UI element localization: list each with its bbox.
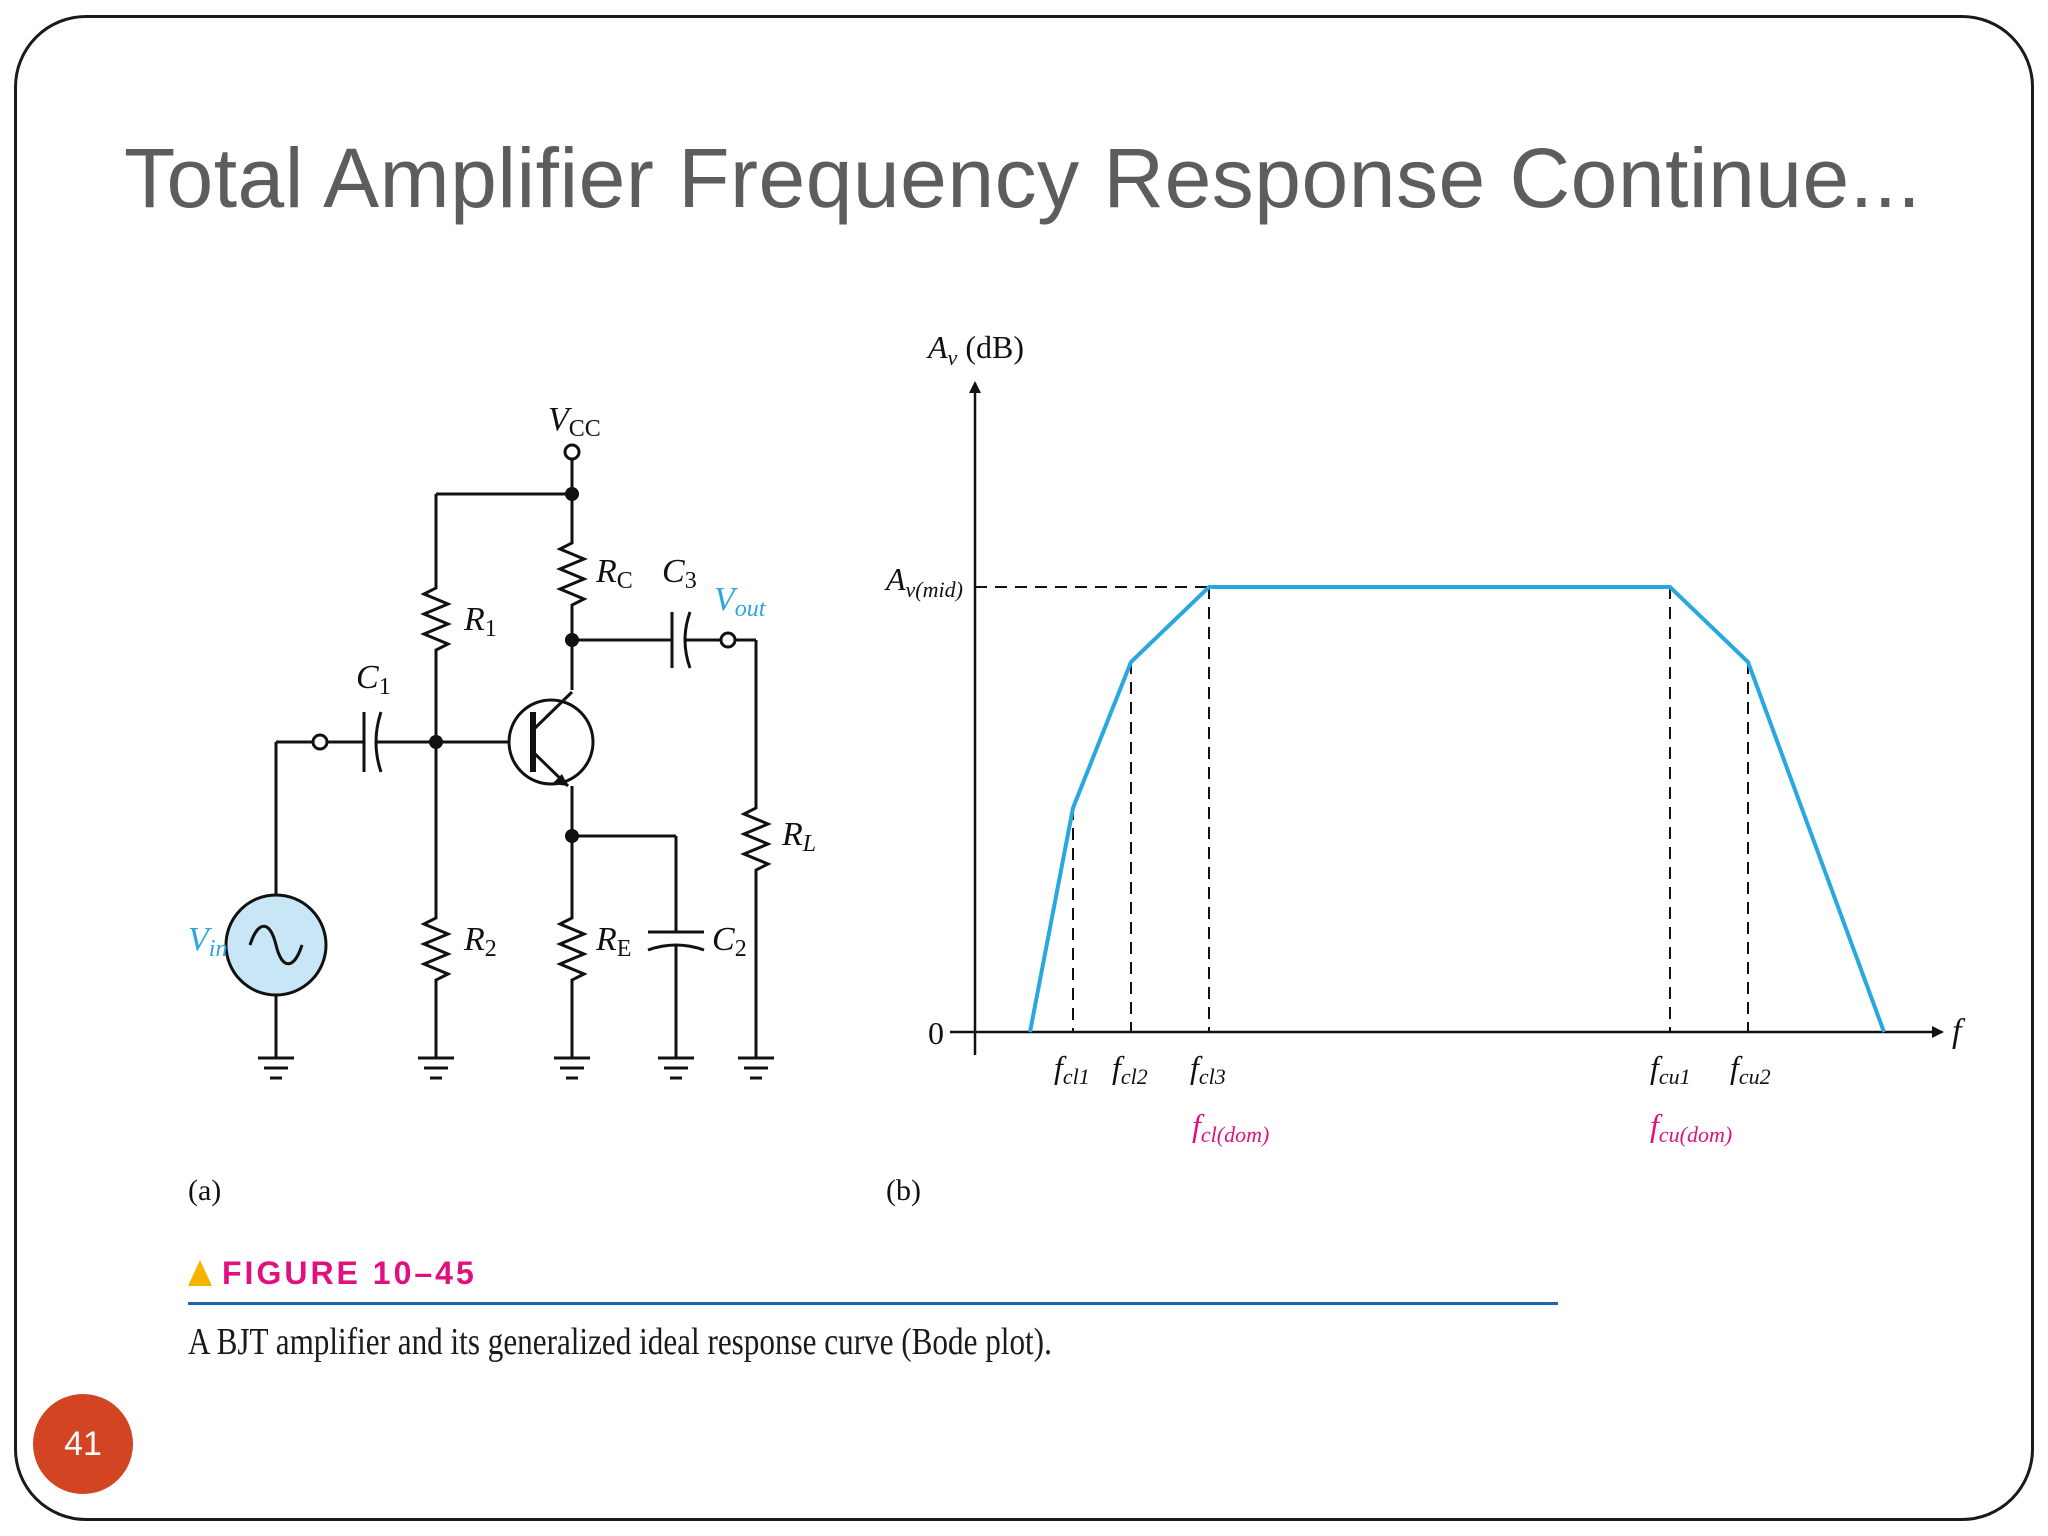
- caption-triangle-icon: [188, 1260, 212, 1286]
- fcl3-label: fcl3: [1190, 1049, 1226, 1089]
- bjt-amplifier-schematic: [224, 443, 774, 1080]
- fcl2-label: fcl2: [1112, 1049, 1148, 1089]
- rc-resistor: [556, 535, 588, 613]
- vcc-label: VCC: [548, 401, 601, 442]
- vin-label: Vin: [188, 921, 227, 962]
- rl-label: RL: [781, 816, 816, 857]
- slide-title: Total Amplifier Frequency Response Conti…: [124, 131, 1922, 225]
- rl-resistor: [740, 800, 772, 878]
- c1-label: C1: [356, 659, 391, 700]
- fcu1-label: fcu1: [1650, 1049, 1691, 1089]
- re-label: RE: [595, 921, 631, 962]
- vout-terminal: [719, 631, 737, 649]
- part-b-label: (b): [886, 1174, 921, 1207]
- rc-label: RC: [595, 553, 633, 594]
- ground-symbols: [258, 1050, 774, 1080]
- vin-terminal: [311, 733, 329, 751]
- y-axis-label: Av (dB): [926, 329, 1024, 370]
- r1-label: R1: [463, 601, 497, 642]
- fcu2-label: fcu2: [1730, 1049, 1771, 1089]
- c3-label: C3: [662, 553, 697, 594]
- fcl-dom-label: fcl(dom): [1192, 1107, 1269, 1147]
- page-number-badge: 41: [33, 1394, 133, 1494]
- vout-label: Vout: [714, 581, 767, 622]
- fcu-dom-label: fcu(dom): [1650, 1107, 1732, 1147]
- slide-frame: [14, 15, 2034, 1521]
- zero-label: 0: [928, 1015, 944, 1051]
- bode-plot: Av (dB) f Av(mid) 0 fcl1 fcl2 fcl3 fcu1 …: [884, 329, 1966, 1147]
- vcc-terminal: [563, 443, 581, 461]
- re-resistor: [556, 910, 588, 988]
- figure-caption: A BJT amplifier and its generalized idea…: [188, 1321, 1052, 1363]
- r1-resistor: [420, 580, 452, 658]
- x-axis-label: f: [1952, 1013, 1966, 1050]
- figure-label: FIGURE 10–45: [222, 1255, 477, 1291]
- response-curve: [1028, 585, 1886, 1033]
- r2-label: R2: [463, 921, 497, 962]
- guide-lines: [975, 586, 1749, 1032]
- caption-divider: [188, 1302, 1558, 1305]
- part-a-label: (a): [188, 1174, 221, 1207]
- mid-gain-label: Av(mid): [884, 561, 963, 602]
- c2-label: C2: [712, 921, 747, 962]
- fcl1-label: fcl1: [1054, 1049, 1090, 1089]
- r2-resistor: [420, 910, 452, 988]
